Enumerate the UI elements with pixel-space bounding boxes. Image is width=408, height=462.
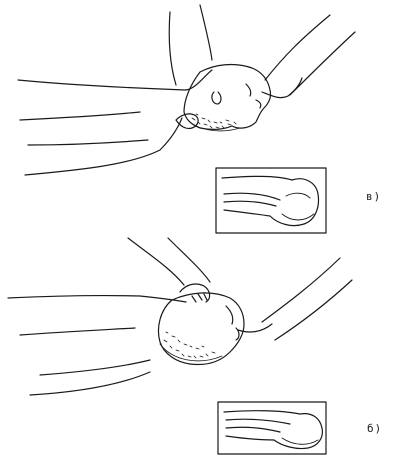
rescuer-arm-b-4 — [275, 280, 352, 340]
panel-a-scene — [18, 5, 355, 175]
victim-torso-low — [28, 140, 148, 145]
victim-b-face — [226, 306, 239, 340]
panel-label-b: б) — [367, 422, 382, 435]
panel-label-a: в) — [366, 190, 381, 203]
rescuer-hand-jaw — [238, 324, 272, 332]
rescuer-torso-line — [169, 12, 176, 85]
rescuer-hand-chin — [262, 78, 302, 98]
victim-b-back — [30, 372, 150, 395]
victim-ear — [212, 92, 221, 104]
rescuer-hand-neck — [176, 114, 198, 129]
victim-b-hair — [160, 332, 222, 361]
rescuer-fingers — [192, 294, 207, 302]
victim-b-torso-low — [40, 360, 150, 375]
victim-torso-top — [18, 70, 212, 90]
victim-torso-mid — [20, 112, 140, 120]
victim-back — [25, 118, 182, 175]
rescuer-torso-line-2 — [200, 5, 212, 60]
victim-b-torso-mid — [20, 328, 135, 335]
panel-b-scene — [8, 238, 352, 395]
victim-face-features — [246, 84, 261, 108]
victim-b-torso-top — [8, 296, 186, 302]
inset-b — [218, 402, 326, 454]
victim-head-outline — [184, 65, 271, 130]
rescuer-arm-b-3 — [262, 258, 340, 322]
rescuer-arm-upper — [265, 15, 330, 80]
inset-a — [216, 168, 326, 233]
